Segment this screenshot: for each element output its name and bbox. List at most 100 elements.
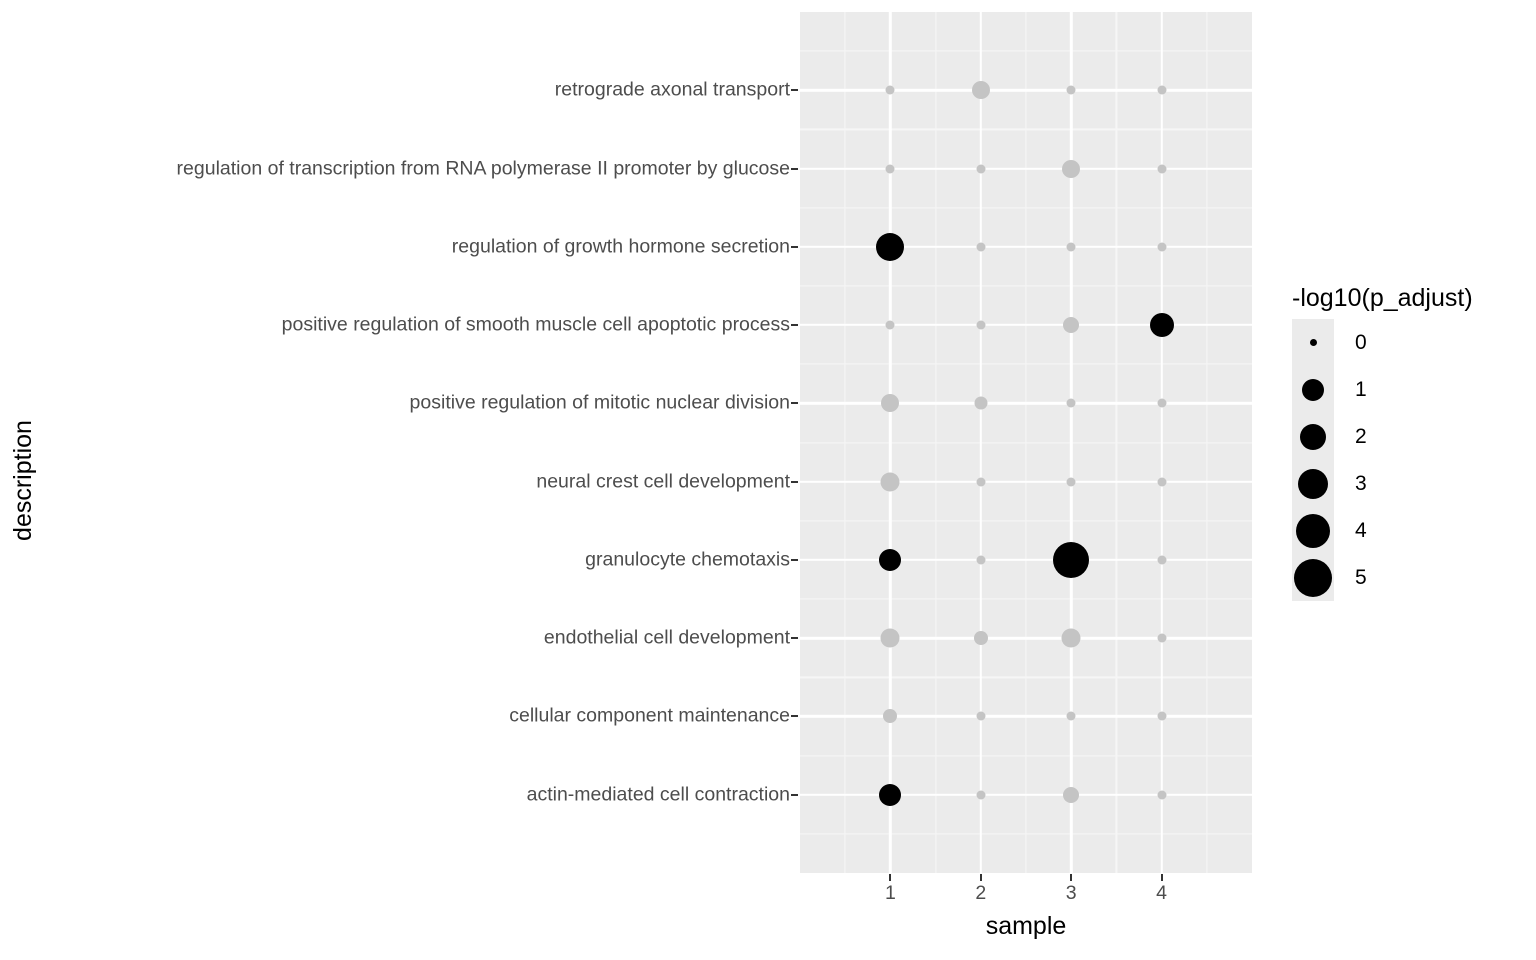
y-axis-tick-label: positive regulation of mitotic nuclear d… bbox=[409, 391, 790, 414]
y-axis-tick-label: neural crest cell development bbox=[536, 469, 790, 492]
data-point bbox=[1149, 313, 1174, 338]
data-point bbox=[1063, 317, 1080, 334]
y-axis-tick-mark bbox=[791, 402, 798, 405]
legend-item[interactable]: 0 bbox=[1292, 319, 1522, 366]
legend-item[interactable]: 5 bbox=[1292, 554, 1522, 601]
data-point bbox=[879, 548, 902, 571]
y-axis-tick-label: endothelial cell development bbox=[543, 626, 790, 649]
data-point bbox=[976, 164, 986, 174]
data-point bbox=[976, 320, 986, 330]
legend-item[interactable]: 1 bbox=[1292, 366, 1522, 413]
legend-dot-icon bbox=[1309, 339, 1317, 346]
data-point bbox=[976, 555, 986, 565]
major-gridline-horizontal bbox=[800, 480, 1252, 483]
legend-key-swatch bbox=[1292, 319, 1334, 366]
data-point bbox=[885, 320, 895, 330]
x-axis-tick-label: 3 bbox=[1065, 882, 1077, 904]
y-axis-tick-label: positive regulation of smooth muscle cel… bbox=[281, 313, 790, 336]
data-point bbox=[1066, 242, 1076, 252]
y-axis-tick-mark bbox=[791, 245, 798, 248]
data-point bbox=[1053, 541, 1090, 578]
major-gridline-horizontal bbox=[800, 793, 1252, 796]
legend-dot-icon bbox=[1298, 468, 1328, 499]
data-point bbox=[1061, 628, 1081, 648]
data-point bbox=[1066, 398, 1076, 408]
minor-gridline-horizontal bbox=[800, 285, 1252, 287]
minor-gridline-horizontal bbox=[800, 754, 1252, 757]
data-point bbox=[976, 711, 986, 721]
major-gridline-vertical bbox=[1160, 12, 1163, 873]
x-axis-tick-mark bbox=[889, 874, 892, 881]
minor-gridline-horizontal bbox=[800, 676, 1252, 678]
x-axis-title: sample bbox=[800, 912, 1252, 941]
legend-item-label: 0 bbox=[1355, 331, 1367, 354]
legend-item[interactable]: 2 bbox=[1292, 413, 1522, 460]
data-point bbox=[1157, 398, 1167, 408]
y-axis-tick-mark bbox=[791, 324, 798, 327]
data-point bbox=[1157, 711, 1167, 721]
x-axis-title-text: sample bbox=[985, 912, 1067, 940]
data-point bbox=[881, 394, 900, 413]
legend-key-swatch bbox=[1292, 460, 1334, 507]
legend-item[interactable]: 3 bbox=[1292, 460, 1522, 507]
data-point bbox=[976, 790, 986, 800]
major-gridline-vertical bbox=[979, 12, 982, 873]
major-gridline-horizontal bbox=[800, 167, 1252, 170]
data-point bbox=[1157, 633, 1167, 643]
legend-key-swatch bbox=[1292, 507, 1334, 554]
legend-key-swatch bbox=[1292, 366, 1334, 413]
data-point bbox=[1157, 85, 1167, 95]
data-point bbox=[1066, 711, 1076, 721]
legend-dot-icon bbox=[1294, 558, 1332, 597]
data-point bbox=[1157, 555, 1167, 565]
y-axis-tick-mark bbox=[791, 167, 798, 170]
major-gridline-horizontal bbox=[800, 715, 1252, 718]
data-point bbox=[879, 783, 902, 806]
legend-item-label: 4 bbox=[1355, 519, 1367, 542]
legend-item[interactable]: 4 bbox=[1292, 507, 1522, 554]
data-point bbox=[880, 472, 900, 492]
minor-gridline-horizontal bbox=[800, 441, 1252, 444]
y-axis-tick-label: regulation of transcription from RNA pol… bbox=[176, 156, 790, 179]
major-gridline-horizontal bbox=[800, 558, 1252, 562]
data-point bbox=[971, 81, 990, 100]
y-axis-tick-mark bbox=[791, 558, 798, 561]
major-gridline-horizontal bbox=[800, 245, 1252, 249]
data-point bbox=[976, 242, 986, 252]
y-axis-tick-label: retrograde axonal transport bbox=[554, 78, 790, 101]
y-axis-tick-label: regulation of growth hormone secretion bbox=[451, 235, 790, 258]
data-point bbox=[885, 85, 895, 95]
data-point bbox=[885, 164, 895, 174]
y-axis-tick-label: granulocyte chemotaxis bbox=[585, 548, 790, 571]
data-point bbox=[974, 396, 988, 410]
y-axis-tick-labels: retrograde axonal transport regulation of… bbox=[176, 78, 798, 803]
major-gridline-horizontal bbox=[800, 323, 1252, 327]
minor-gridline-horizontal bbox=[800, 520, 1252, 522]
x-axis-tick-mark bbox=[1160, 874, 1163, 881]
major-gridline-vertical bbox=[1069, 12, 1073, 873]
minor-gridline-horizontal bbox=[800, 363, 1252, 365]
minor-gridline-horizontal bbox=[800, 207, 1252, 209]
x-axis-tick-mark bbox=[1070, 874, 1073, 881]
y-axis-tick-mark bbox=[791, 793, 798, 796]
x-axis-tick-mark bbox=[979, 874, 982, 881]
data-point bbox=[1157, 790, 1167, 800]
major-gridline-horizontal bbox=[800, 402, 1252, 405]
data-point bbox=[1157, 242, 1167, 252]
legend-title: -log10(p_adjust) bbox=[1292, 284, 1473, 312]
data-point bbox=[1063, 786, 1080, 803]
y-axis-tick-label: cellular component maintenance bbox=[509, 704, 790, 727]
plot-panel bbox=[800, 12, 1252, 873]
minor-gridline-horizontal bbox=[800, 833, 1252, 835]
legend-item-label: 5 bbox=[1355, 566, 1367, 589]
legend-key-swatch bbox=[1292, 554, 1334, 601]
legend-dot-icon bbox=[1302, 378, 1324, 401]
minor-gridline-horizontal bbox=[800, 128, 1252, 130]
minor-gridline-horizontal bbox=[800, 598, 1252, 600]
legend-dot-icon bbox=[1296, 513, 1330, 548]
data-point bbox=[1157, 477, 1167, 487]
y-axis-tick-mark bbox=[791, 637, 798, 640]
